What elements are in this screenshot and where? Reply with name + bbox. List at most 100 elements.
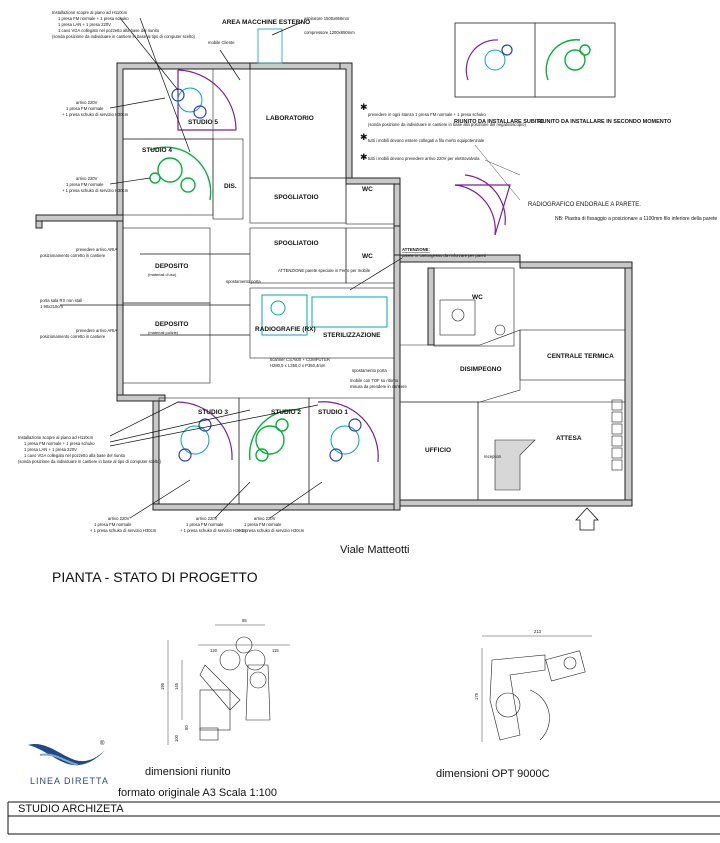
note-porta-rx: porta sala RX non stali: [40, 298, 82, 303]
notes-low-install: Installazione scopre al piano ad H110cm …: [18, 435, 162, 464]
note-porta-rx-2: 1 90x210cm: [40, 304, 63, 309]
dim-u-h3: 100: [174, 734, 179, 742]
note-attenzione-2: parete in cartongesso da rinforzare per …: [402, 253, 486, 258]
room-deposito-1: DEPOSITO: [155, 263, 188, 270]
dim-u-h1: 195: [160, 682, 165, 690]
note-arrivo-d-3: + 1 presa schuko di servizio H30cm: [180, 528, 247, 533]
note-attenzione-rx: ATTENZIONE parete speciale in Ferro per …: [278, 268, 371, 273]
dim-u-h2: 145: [174, 682, 179, 690]
room-studio4: STUDIO 4: [142, 147, 172, 154]
room-deposito-2: DEPOSITO: [155, 321, 188, 328]
note-spost-porta: spostamento porta: [226, 279, 261, 284]
opt-dimension-drawing: [481, 635, 592, 742]
note-scanner: scanner CS7600 + COMPUTER: [270, 357, 330, 362]
note-scanner-2: H280,5 x L350,0 x P350,4mm: [270, 363, 326, 368]
scale-note: formato originale A3 Scala 1:100: [118, 787, 277, 799]
star-3-icon: ✱: [360, 152, 368, 162]
note-arrivo-a-2: 1 presa FM normale: [66, 106, 104, 111]
note-aria-1b: posizionamento corretto in cantiere: [40, 253, 106, 258]
room-dis: DIS.: [224, 183, 237, 190]
note-top-install-4: 1 cavo VGA collegato nel pozzetto alla b…: [58, 28, 160, 33]
studio-name: STUDIO ARCHIZETA: [18, 803, 124, 815]
dim-o-w: 213: [534, 629, 542, 634]
note-arrivo-d-2: 1 presa FM normale: [186, 522, 224, 527]
room-wc-3: WC: [472, 294, 483, 301]
note-arrivo-c-2: 1 presa FM normale: [94, 522, 132, 527]
note-cliente: mobile Cliente: [208, 40, 235, 45]
note-star-3: tutti i mobili devono prevedere arrivo 2…: [368, 156, 480, 161]
room-studio2: STUDIO 2: [271, 409, 301, 416]
room-spogliatoio-2: SPOGLIATOIO: [274, 240, 319, 247]
room-sterilizzazione: STERILIZZAZIONE: [323, 332, 381, 339]
room-spogliatoio-1: SPOGLIATOIO: [274, 194, 319, 201]
note-arrivo-b-1: arrivo 220V: [76, 176, 98, 181]
unit-dimension-drawing: [167, 624, 290, 745]
note-arrivo-a-1: arrivo 220V: [76, 100, 98, 105]
note-top-install-5: (sonda posizione da individuare in canti…: [52, 34, 196, 39]
note-aria-2: prevedere arrivo ARIA: [76, 328, 117, 333]
note-star-2: tutti i mobili devono essere collegati a…: [368, 138, 485, 143]
room-disimpegno: DISIMPEGNO: [460, 366, 502, 373]
notes-arrivo-bottom: arrivo 220V 1 presa FM normale + 1 presa…: [90, 516, 305, 533]
logo-registered-mark: ®: [100, 740, 105, 747]
unit-studio3: [177, 401, 233, 462]
note-low-install: Installazione scopre al piano ad H110cm: [18, 435, 94, 440]
note-arrivo-e-2: 1 presa FM normale: [244, 522, 282, 527]
dim-u-left: 120: [210, 648, 218, 653]
star-2-icon: ✱: [360, 132, 368, 142]
room-studio3: STUDIO 3: [198, 409, 228, 416]
note-low-install-4: 1 cavo VGA collegato nel pozzetto alla b…: [24, 453, 126, 458]
street-name: Viale Matteotti: [340, 544, 410, 556]
legend-now: RIUNITO DA INSTALLARE SUBITO: [454, 119, 545, 125]
plan-title: PIANTA - STATO DI PROGETTO: [52, 569, 258, 585]
dim-u-right: 115: [272, 648, 279, 653]
dim-u-h4: 50: [184, 725, 189, 730]
room-centrale-termica: CENTRALE TERMICA: [547, 353, 614, 360]
note-low-install-2: 1 presa FM normale + 1 presa schuko: [24, 441, 95, 446]
note-star-1b: (sonda posizione da individuare in canti…: [368, 122, 526, 127]
note-arrivo-c-1: arrivo 220V: [108, 516, 130, 521]
unit-studio1: [317, 401, 379, 463]
room-attesa: ATTESA: [556, 435, 582, 442]
units-caption: dimensioni riunito: [145, 766, 231, 778]
note-aria-1: prevedere arrivo ARIA: [76, 247, 117, 252]
note-arrivo-e-3: + 1 presa schuko di servizio H30cm: [238, 528, 305, 533]
room-area-macchine: AREA MACCHINE ESTERNO: [222, 19, 310, 26]
room-studio1: STUDIO 1: [318, 409, 348, 416]
rx-room-equipment: [261, 294, 388, 336]
reception-desk: [494, 439, 536, 491]
notes-stars: ✱ prevedere in ogni stanza 1 presa FM no…: [360, 102, 526, 162]
radiografico-symbol: [454, 144, 521, 236]
note-attenzione: ATTENZIONE:: [402, 247, 430, 252]
note-compressore: compressore 1200x650mm: [304, 30, 355, 35]
note-arrivo-b-3: + 1 presa schuko di servizio H30cm: [62, 188, 129, 193]
legend: [454, 22, 616, 98]
note-arrivo-c-3: + 1 presa schuko di servizio H30cm: [90, 528, 157, 533]
star-1-icon: ✱: [360, 102, 368, 112]
note-low-install-5: (sonda posizione da individuare in canti…: [18, 459, 162, 464]
room-wc-2: WC: [362, 253, 373, 260]
room-reception: reception: [484, 454, 502, 459]
radio-note: NB: Piastra di fissaggio a posizionare a…: [555, 216, 717, 222]
note-arrivo-b-2: 1 presa FM normale: [66, 182, 104, 187]
note-mobile-tof-2: misura da prendere in cantiere: [350, 384, 407, 389]
legend-later: RIUNITO DA INSTALLARE IN SECONDO MOMENTO: [537, 119, 672, 125]
dim-o-h: 175: [474, 692, 479, 700]
note-arrivo-d-1: arrivo 220V: [196, 516, 218, 521]
room-ufficio: UFFICIO: [425, 447, 451, 454]
note-aspiratore: aspiratore 1500x650mm: [304, 16, 350, 21]
dim-u-top: 65: [242, 618, 247, 623]
legend-purple-unit: [465, 39, 513, 81]
note-arrivo-e-1: arrivo 220V: [254, 516, 276, 521]
chairs-attesa: [611, 399, 623, 471]
interior-partitions: [122, 28, 626, 505]
linea-diretta-logo-icon: ®: [28, 740, 105, 766]
legend-green-unit: [545, 39, 591, 81]
note-spost-porta-2: spostamento porta: [352, 368, 387, 373]
note-arrivo-a-3: + 1 presa schuko di servizio H30cm: [62, 112, 129, 117]
wc3-fixtures: [439, 299, 506, 336]
note-top-install-2: 1 presa FM normale + 1 presa schuko: [58, 16, 129, 21]
note-aria-2b: posizionamento corretto in cantiere: [40, 334, 106, 339]
note-top-install-3: 1 presa LAN + 1 presa 220V: [58, 22, 111, 27]
